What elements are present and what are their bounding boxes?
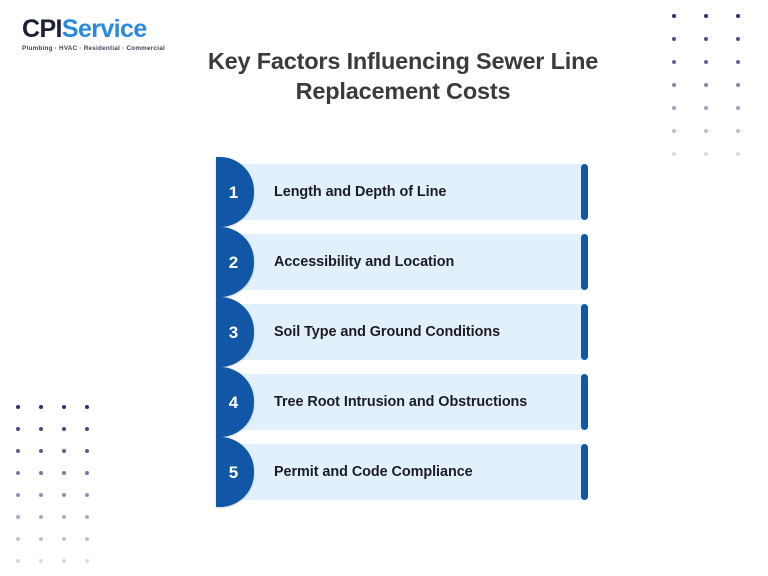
brand-logo: CPIService Plumbing · HVAC · Residential… (22, 17, 172, 53)
decorative-dot (84, 515, 89, 519)
decorative-dot (84, 427, 89, 431)
factor-accent-bar (581, 374, 588, 430)
decorative-dot (672, 36, 676, 41)
factor-label: Permit and Code Compliance (274, 463, 473, 480)
decorative-dot (61, 537, 66, 541)
decorative-dot (38, 405, 43, 409)
decorative-dot (704, 13, 708, 18)
decorative-dot (672, 13, 676, 18)
decorative-dot (704, 82, 708, 87)
decorative-dot (61, 427, 66, 431)
factor-card: Soil Type and Ground Conditions (216, 304, 588, 360)
factor-label: Tree Root Intrusion and Obstructions (274, 393, 528, 410)
decorative-dot (38, 427, 43, 431)
logo-tagline: Plumbing · HVAC · Residential · Commerci… (22, 45, 165, 52)
factor-accent-bar (581, 234, 588, 290)
logo-text-service: Service (61, 15, 147, 43)
decorative-dot (84, 493, 89, 497)
factor-label: Accessibility and Location (274, 253, 455, 270)
decorative-dot (736, 36, 740, 41)
decorative-dot-grid-top-right (658, 4, 754, 165)
decorative-dot (61, 559, 66, 563)
decorative-dot (38, 537, 43, 541)
decorative-dot (61, 471, 66, 475)
decorative-dot (15, 449, 20, 453)
decorative-dot (38, 471, 43, 475)
decorative-dot (736, 151, 740, 156)
decorative-dot (61, 449, 66, 453)
factor-accent-bar (581, 164, 588, 220)
decorative-dot (736, 128, 740, 133)
decorative-dot (15, 493, 20, 497)
factor-item[interactable]: Soil Type and Ground Conditions 3 (216, 297, 588, 367)
factor-label: Length and Depth of Line (274, 183, 447, 200)
decorative-dot (38, 559, 43, 563)
decorative-dot (38, 515, 43, 519)
logo-wordmark: CPIService (22, 17, 172, 42)
decorative-dot (704, 105, 708, 110)
decorative-dot (61, 405, 66, 409)
decorative-dot-grid-bottom-left (6, 396, 98, 572)
decorative-dot (672, 151, 676, 156)
decorative-dot (84, 471, 89, 475)
decorative-dot (672, 59, 676, 64)
decorative-dot (736, 82, 740, 87)
factor-number: 5 (228, 462, 239, 482)
factor-number: 1 (228, 182, 239, 202)
decorative-dot (61, 515, 66, 519)
decorative-dot (704, 151, 708, 156)
factor-number: 2 (228, 252, 239, 272)
factor-card: Tree Root Intrusion and Obstructions (216, 374, 588, 430)
decorative-dot (84, 559, 89, 563)
factor-item[interactable]: Accessibility and Location 2 (216, 227, 588, 297)
factor-card: Length and Depth of Line (216, 164, 588, 220)
factor-accent-bar (581, 444, 588, 500)
decorative-dot (61, 493, 66, 497)
decorative-dot (84, 449, 89, 453)
decorative-dot (704, 128, 708, 133)
factor-number: 3 (228, 322, 239, 342)
factor-accent-bar (581, 304, 588, 360)
decorative-dot (672, 128, 676, 133)
factor-item[interactable]: Tree Root Intrusion and Obstructions 4 (216, 367, 588, 437)
factor-number: 4 (228, 392, 239, 412)
decorative-dot (736, 105, 740, 110)
factor-item[interactable]: Permit and Code Compliance 5 (216, 437, 588, 507)
decorative-dot (704, 59, 708, 64)
decorative-dot (84, 537, 89, 541)
decorative-dot (38, 449, 43, 453)
decorative-dot (84, 405, 89, 409)
factor-card: Permit and Code Compliance (216, 444, 588, 500)
decorative-dot (15, 427, 20, 431)
factor-label: Soil Type and Ground Conditions (274, 323, 501, 340)
decorative-dot (704, 36, 708, 41)
decorative-dot (736, 59, 740, 64)
decorative-dot (15, 405, 20, 409)
decorative-dot (15, 559, 20, 563)
factor-item[interactable]: Length and Depth of Line 1 (216, 157, 588, 227)
decorative-dot (15, 471, 20, 475)
decorative-dot (672, 82, 676, 87)
decorative-dot (15, 515, 20, 519)
decorative-dot (736, 13, 740, 18)
page-title: Key Factors Influencing Sewer Line Repla… (207, 48, 599, 105)
decorative-dot (38, 493, 43, 497)
decorative-dot (672, 105, 676, 110)
factor-card: Accessibility and Location (216, 234, 588, 290)
decorative-dot (15, 537, 20, 541)
logo-text-cpi: CPI (22, 15, 62, 43)
